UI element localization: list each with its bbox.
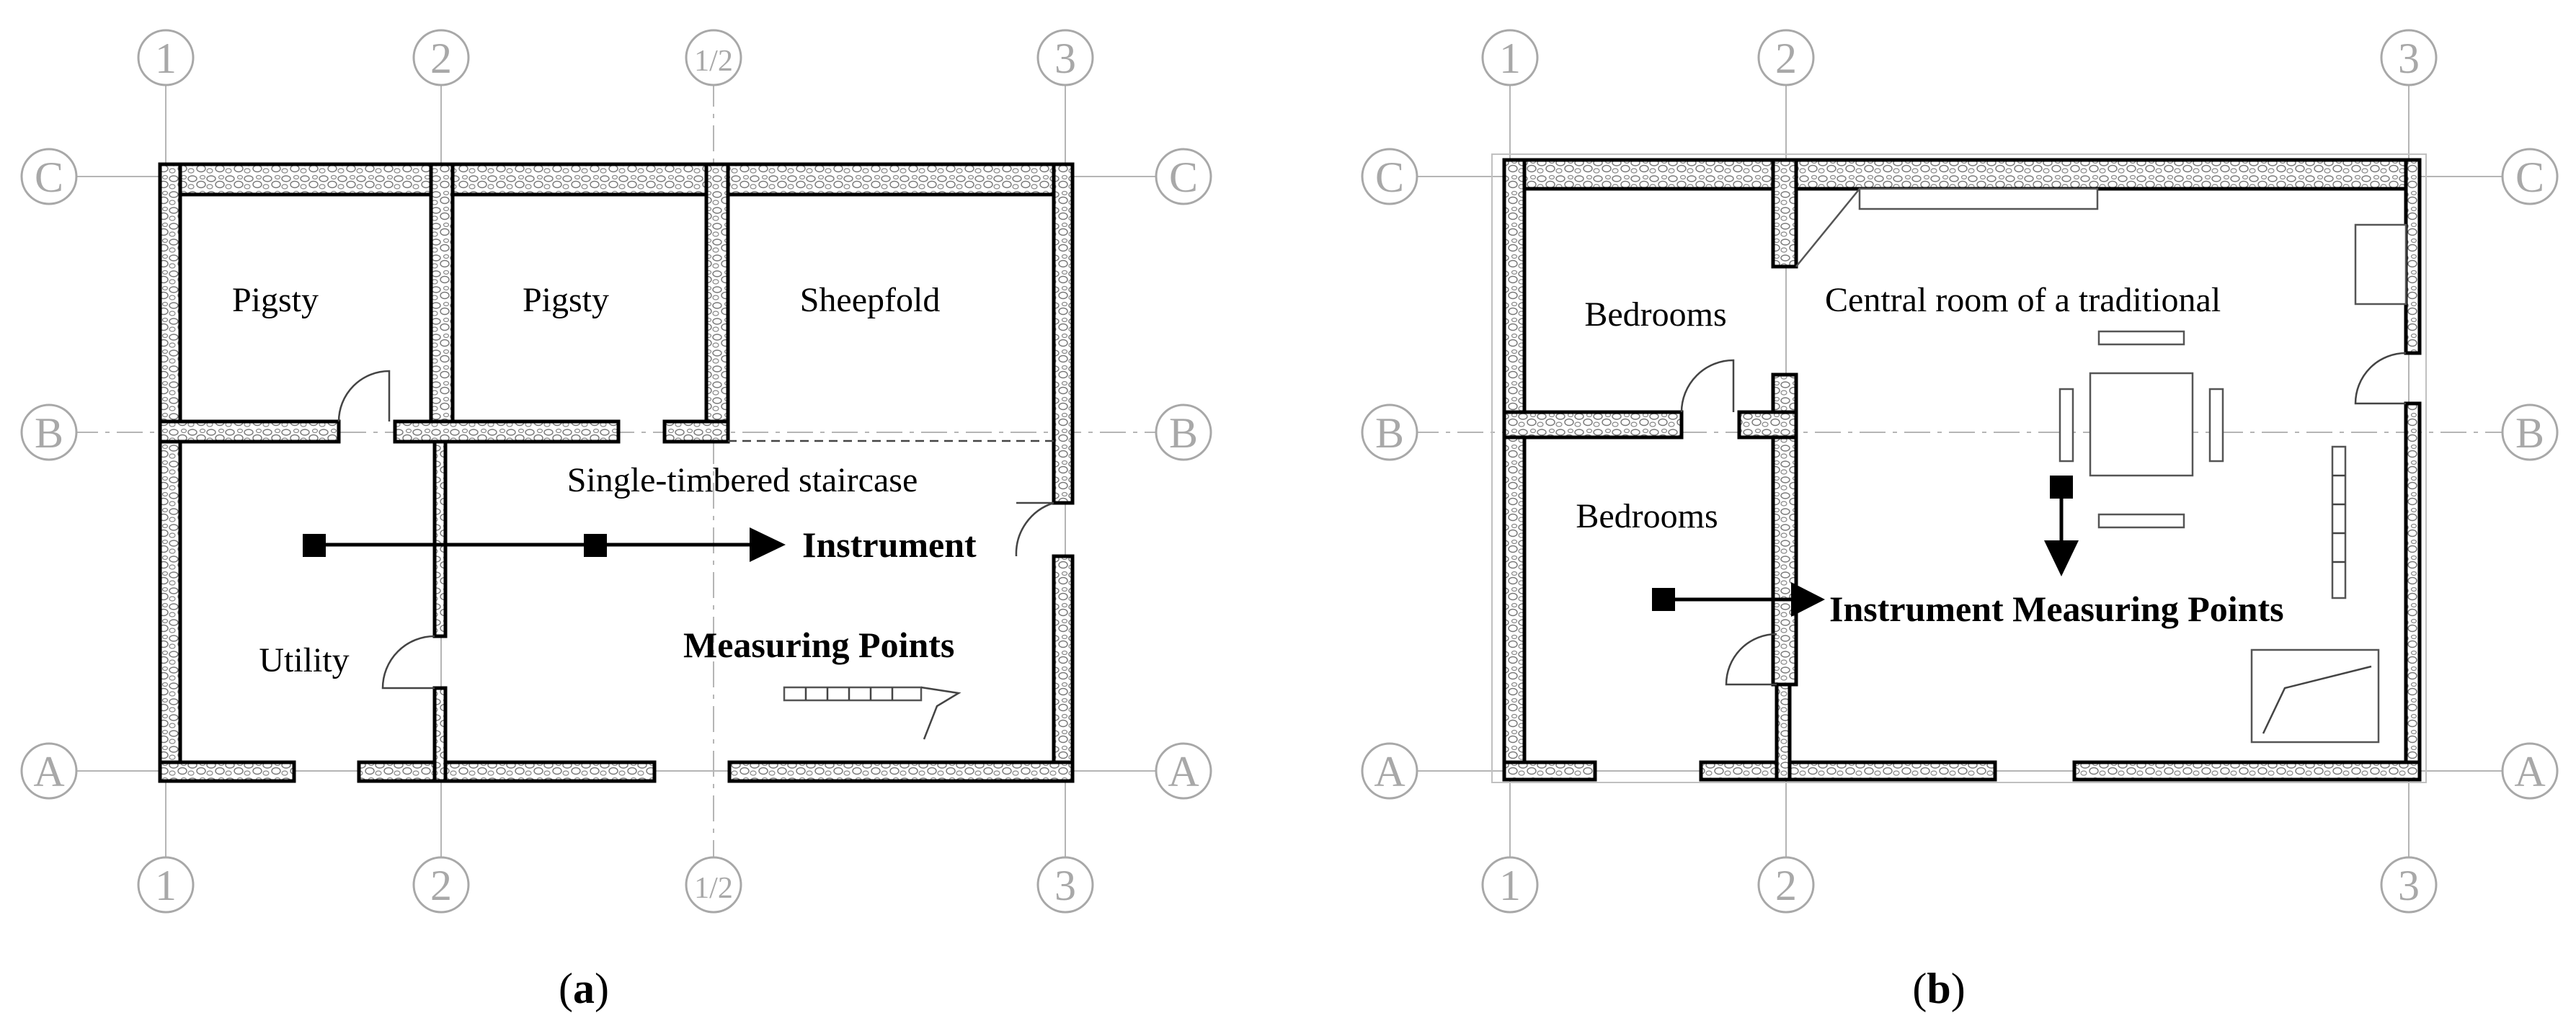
- svg-text:C: C: [1375, 153, 1404, 201]
- axis-bubble-right-c-b: C: [2501, 148, 2559, 205]
- axis-bubble-left-c-b: C: [1361, 148, 1418, 205]
- svg-text:2: 2: [1775, 862, 1797, 909]
- axis-bubble-top-1: 1: [137, 29, 195, 86]
- axis-bubble-left-a-b: A: [1361, 742, 1418, 800]
- axis-bubble-top-2: 2: [412, 29, 470, 86]
- svg-text:3: 3: [1054, 862, 1076, 909]
- axis-bubble-bottom-1: 1: [137, 856, 195, 914]
- axis-bubble-top-2-b: 2: [1757, 29, 1815, 86]
- svg-text:2: 2: [1775, 35, 1797, 82]
- axis-bubble-left-b: B: [20, 403, 78, 461]
- measuring-point-marker: [1652, 588, 1675, 611]
- svg-text:3: 3: [2398, 35, 2420, 82]
- svg-text:C: C: [1169, 153, 1198, 201]
- measuring-points-a: [303, 527, 786, 562]
- room-label-central-room: Central room of a traditional: [1825, 281, 2221, 319]
- svg-text:B: B: [1375, 409, 1404, 457]
- svg-text:1/2: 1/2: [694, 45, 733, 78]
- instrument-measuring-points-label-b: Instrument Measuring Points: [1829, 589, 2284, 629]
- svg-text:3: 3: [1054, 35, 1076, 82]
- axis-bubble-bottom-3: 3: [1036, 856, 1094, 914]
- shelf: [2331, 445, 2347, 599]
- axis-bubble-top-1-b: 1: [1481, 29, 1539, 86]
- axis-bubble-bottom-1-b: 1: [1481, 856, 1539, 914]
- room-label-pigsty-1: Pigsty: [232, 281, 319, 319]
- axis-bubble-bottom-3-b: 3: [2380, 856, 2438, 914]
- axis-bubble-bottom-half: 1/2: [685, 856, 742, 914]
- bench: [2097, 330, 2185, 346]
- svg-text:3: 3: [2398, 862, 2420, 909]
- measuring-points-b: [1652, 476, 2079, 617]
- svg-text:A: A: [1168, 748, 1199, 795]
- svg-text:C: C: [2515, 153, 2544, 201]
- svg-text:A: A: [1374, 748, 1405, 795]
- measuring-point-marker: [303, 534, 326, 557]
- bench: [2058, 388, 2074, 463]
- bench: [2208, 388, 2224, 463]
- axis-bubble-top-3: 3: [1036, 29, 1094, 86]
- svg-text:1/2: 1/2: [694, 872, 733, 905]
- walls-a: [158, 162, 1075, 783]
- arrow-head-icon: [2044, 540, 2079, 576]
- measuring-point-marker: [584, 534, 607, 557]
- svg-text:B: B: [1169, 409, 1198, 457]
- room-label-bedroom-2: Bedrooms: [1576, 497, 1718, 535]
- axis-bubble-bottom-2-b: 2: [1757, 856, 1815, 914]
- svg-text:A: A: [2514, 748, 2545, 795]
- svg-text:B: B: [35, 409, 63, 457]
- axis-bubble-right-b-b: B: [2501, 403, 2559, 461]
- svg-text:1: 1: [155, 862, 177, 909]
- axis-bubble-right-a: A: [1155, 742, 1212, 800]
- axis-bubble-top-3-b: 3: [2380, 29, 2438, 86]
- measuring-point-marker: [2050, 476, 2073, 499]
- arrow-head-icon: [1791, 582, 1825, 617]
- room-label-pigsty-2: Pigsty: [523, 281, 609, 319]
- axis-bubble-left-a: A: [20, 742, 78, 800]
- measuring-points-label-a: Measuring Points: [683, 625, 954, 665]
- doors-b: [1680, 187, 2407, 686]
- walls-b: [1502, 158, 2422, 782]
- caption-a: (a): [559, 965, 609, 1012]
- staircase-a: [728, 440, 1054, 740]
- axis-bubble-right-a-b: A: [2501, 742, 2559, 800]
- doors-a: [337, 370, 1054, 690]
- svg-text:2: 2: [430, 35, 452, 82]
- svg-text:1: 1: [1499, 35, 1521, 82]
- axis-bubble-left-b-b: B: [1361, 403, 1418, 461]
- svg-text:A: A: [33, 748, 64, 795]
- stove: [2250, 648, 2380, 744]
- svg-text:1: 1: [155, 35, 177, 82]
- svg-text:C: C: [35, 153, 63, 201]
- figure-b: 1 2 3 1 2 3 C B: [1361, 29, 2559, 1012]
- bench: [2097, 513, 2185, 529]
- cabinet: [2354, 223, 2407, 305]
- svg-text:2: 2: [430, 862, 452, 909]
- axis-bubble-left-c: C: [20, 148, 78, 205]
- instrument-label-a: Instrument: [802, 525, 977, 565]
- axis-bubble-top-half: 1/2: [685, 29, 742, 86]
- caption-b: (b): [1912, 965, 1965, 1012]
- svg-text:B: B: [2515, 409, 2544, 457]
- arrow-head-icon: [750, 527, 786, 562]
- room-label-utility: Utility: [259, 641, 349, 679]
- room-label-bedroom-1: Bedrooms: [1584, 295, 1726, 334]
- figure-a: 1 2 1/2 3 1 2 1/2 3: [20, 29, 1212, 1012]
- room-label-staircase: Single-timbered staircase: [567, 461, 918, 499]
- furniture-b: [2058, 223, 2407, 744]
- table: [2089, 372, 2194, 477]
- svg-text:1: 1: [1499, 862, 1521, 909]
- room-label-sheepfold: Sheepfold: [800, 281, 941, 319]
- axis-bubble-bottom-2: 2: [412, 856, 470, 914]
- axis-bubble-right-b: B: [1155, 403, 1212, 461]
- axis-bubble-right-c: C: [1155, 148, 1212, 205]
